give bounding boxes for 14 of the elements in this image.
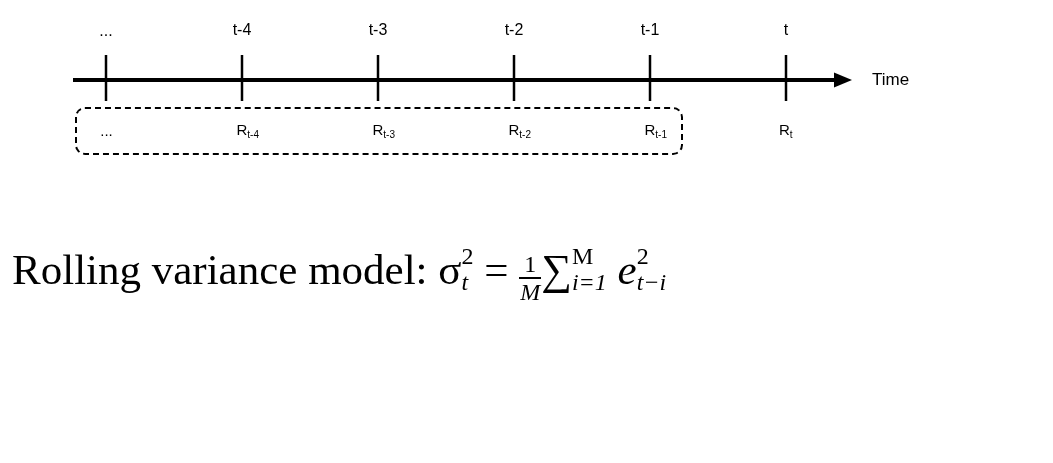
time-label: t-2 xyxy=(504,21,524,39)
axis-title: Time xyxy=(872,70,910,90)
return-label: R$_{t-4}$ xyxy=(236,121,259,140)
time-label: t-4 xyxy=(232,21,252,39)
ellipsis-label: ... xyxy=(100,122,113,139)
return-label: R$_{t-3}$ xyxy=(372,121,395,140)
time-label: t-1 xyxy=(640,21,660,39)
return-label: R$_{t-1}$ xyxy=(644,121,667,140)
ellipsis-label: ... xyxy=(99,22,113,40)
time-label: t xyxy=(783,21,789,39)
return-label: R$_{t-2}$ xyxy=(508,121,531,140)
time-label: t-3 xyxy=(368,21,388,39)
rolling-window-frame xyxy=(75,107,683,155)
return-label: R$_{t}$ xyxy=(779,122,793,140)
